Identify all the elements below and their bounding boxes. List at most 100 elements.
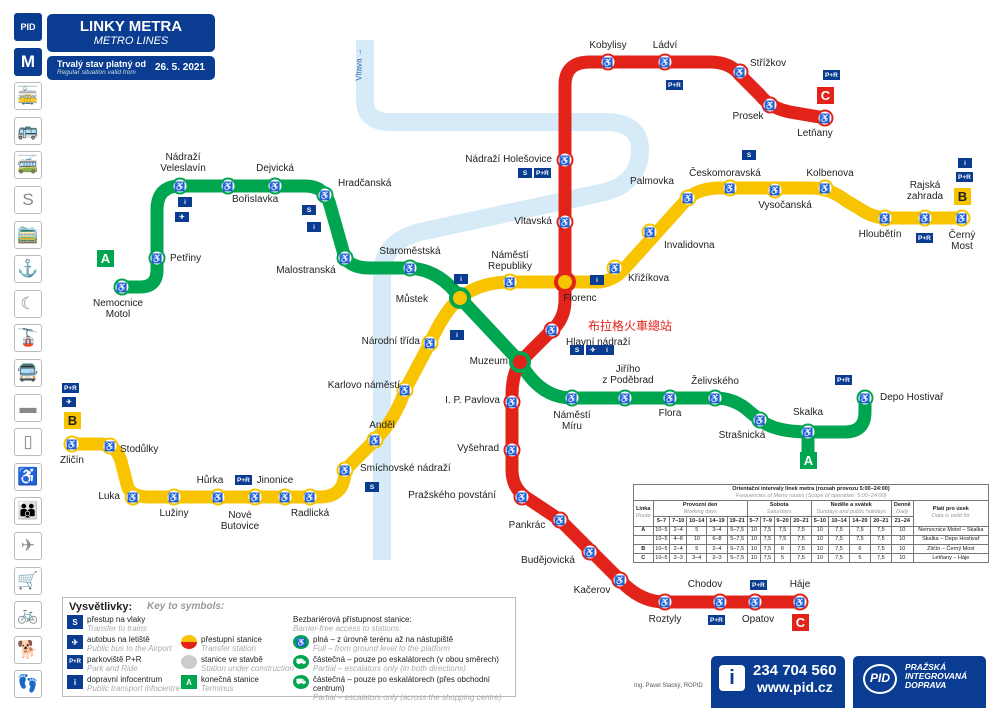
- station-marker[interactable]: [366, 431, 384, 449]
- station-label[interactable]: Hlavní nádraží: [566, 337, 631, 348]
- station-marker[interactable]: [606, 259, 624, 277]
- replacement-bus-icon[interactable]: 🚍: [14, 359, 42, 387]
- station-label[interactable]: Střížkov: [750, 58, 787, 69]
- station-label[interactable]: Muzeum: [469, 356, 508, 367]
- station-label[interactable]: Černý Most: [948, 230, 976, 252]
- train-icon[interactable]: S: [14, 186, 42, 214]
- station-marker[interactable]: [599, 53, 617, 71]
- cable-car-icon[interactable]: 🚡: [14, 324, 42, 353]
- station-label[interactable]: Prosek: [732, 111, 764, 122]
- station-label[interactable]: Jinonice: [256, 475, 294, 486]
- station-marker[interactable]: [63, 435, 81, 453]
- station-label[interactable]: Lužiny: [159, 508, 189, 519]
- station-marker[interactable]: [711, 593, 729, 611]
- phone-number[interactable]: 234 704 560: [753, 662, 837, 679]
- station-label[interactable]: Křižíkova: [628, 273, 670, 284]
- station-marker[interactable]: [761, 96, 779, 114]
- station-marker[interactable]: [721, 179, 739, 197]
- transfer-station-marker[interactable]: [509, 351, 531, 373]
- station-marker[interactable]: [513, 488, 531, 506]
- station-marker[interactable]: [563, 389, 581, 407]
- station-label[interactable]: Pankrác: [508, 520, 546, 531]
- station-label[interactable]: Kolbenova: [806, 168, 854, 179]
- station-marker[interactable]: [401, 259, 419, 277]
- station-marker[interactable]: [246, 488, 264, 506]
- station-label[interactable]: Hloubětín: [858, 229, 902, 240]
- station-label[interactable]: Flora: [658, 408, 682, 419]
- station-marker[interactable]: [316, 186, 334, 204]
- ticket-icon[interactable]: ▬: [14, 393, 42, 422]
- station-marker[interactable]: [148, 249, 166, 267]
- night-icon[interactable]: ☾: [14, 289, 42, 318]
- station-label[interactable]: Stodůlky: [120, 444, 159, 455]
- walking-icon[interactable]: 👣: [14, 670, 42, 699]
- station-marker[interactable]: [581, 543, 599, 561]
- station-label[interactable]: Radlická: [290, 508, 330, 519]
- station-label[interactable]: Hůrka: [196, 475, 224, 486]
- station-label[interactable]: Nemocnice Motol: [92, 298, 144, 320]
- station-marker[interactable]: [641, 223, 659, 241]
- ferry-icon[interactable]: ⚓: [14, 255, 42, 284]
- tram-icon[interactable]: 🚋: [14, 82, 42, 111]
- station-label[interactable]: Florenc: [563, 293, 597, 304]
- station-marker[interactable]: [656, 53, 674, 71]
- station-marker[interactable]: [953, 209, 971, 227]
- station-label[interactable]: Vltavská: [514, 216, 552, 227]
- metro-icon[interactable]: M: [14, 47, 42, 76]
- station-label[interactable]: Karlovo náměstí: [327, 380, 400, 391]
- transfer-station-marker[interactable]: [554, 271, 576, 293]
- trolleybus-icon[interactable]: 🚎: [14, 151, 42, 180]
- accessible-icon[interactable]: ♿: [14, 462, 42, 491]
- station-marker[interactable]: [276, 488, 294, 506]
- station-marker[interactable]: [501, 273, 519, 291]
- station-marker[interactable]: [219, 177, 237, 195]
- station-label[interactable]: Budějovická: [521, 555, 575, 566]
- station-marker[interactable]: [791, 593, 809, 611]
- station-marker[interactable]: [816, 109, 834, 127]
- station-label[interactable]: Dejvická: [256, 163, 294, 174]
- station-label[interactable]: Depo Hostivař: [880, 392, 944, 403]
- station-label[interactable]: Roztyly: [648, 614, 682, 625]
- station-marker[interactable]: [421, 334, 439, 352]
- station-label[interactable]: Letňany: [797, 128, 833, 139]
- station-label[interactable]: Staroměstská: [379, 246, 441, 257]
- pid-logo-icon[interactable]: PID: [14, 13, 42, 41]
- station-label[interactable]: Vyšehrad: [457, 443, 499, 454]
- station-label[interactable]: Opatov: [741, 614, 775, 625]
- station-marker[interactable]: [751, 411, 769, 429]
- station-label[interactable]: Anděl: [369, 420, 395, 431]
- station-label[interactable]: Invalidovna: [664, 240, 715, 251]
- plane-icon[interactable]: ✈: [14, 532, 42, 560]
- station-label[interactable]: Ládví: [652, 40, 678, 51]
- station-label[interactable]: Náměstí Republiky: [488, 250, 532, 272]
- funicular-icon[interactable]: 🚞: [14, 220, 42, 249]
- station-marker[interactable]: [113, 278, 131, 296]
- station-label[interactable]: Pražského povstání: [408, 490, 496, 501]
- station-marker[interactable]: [746, 593, 764, 611]
- station-label[interactable]: Nádraží Veleslavín: [160, 152, 206, 174]
- station-label[interactable]: Českomoravská: [689, 168, 761, 179]
- station-label[interactable]: Želivského: [691, 376, 739, 387]
- station-label[interactable]: Luka: [98, 491, 120, 502]
- station-marker[interactable]: [336, 249, 354, 267]
- station-marker[interactable]: [916, 209, 934, 227]
- station-label[interactable]: Háje: [789, 579, 811, 590]
- bike-icon[interactable]: 🚲: [14, 601, 42, 630]
- station-marker[interactable]: [731, 63, 749, 81]
- bus-icon[interactable]: 🚌: [14, 116, 42, 145]
- station-marker[interactable]: [396, 381, 414, 399]
- station-marker[interactable]: [876, 209, 894, 227]
- station-label[interactable]: Můstek: [395, 294, 428, 305]
- station-marker[interactable]: [706, 389, 724, 407]
- station-marker[interactable]: [124, 488, 142, 506]
- station-label[interactable]: Nové Butovice: [220, 510, 260, 532]
- station-marker[interactable]: [266, 177, 284, 195]
- station-marker[interactable]: [799, 423, 817, 441]
- station-label[interactable]: Kačerov: [573, 585, 611, 596]
- station-marker[interactable]: [551, 511, 569, 529]
- station-marker[interactable]: [816, 179, 834, 197]
- station-label[interactable]: Skalka: [792, 407, 824, 418]
- website-link[interactable]: www.pid.cz: [757, 679, 833, 695]
- station-marker[interactable]: [543, 321, 561, 339]
- station-label[interactable]: Petřiny: [170, 253, 202, 264]
